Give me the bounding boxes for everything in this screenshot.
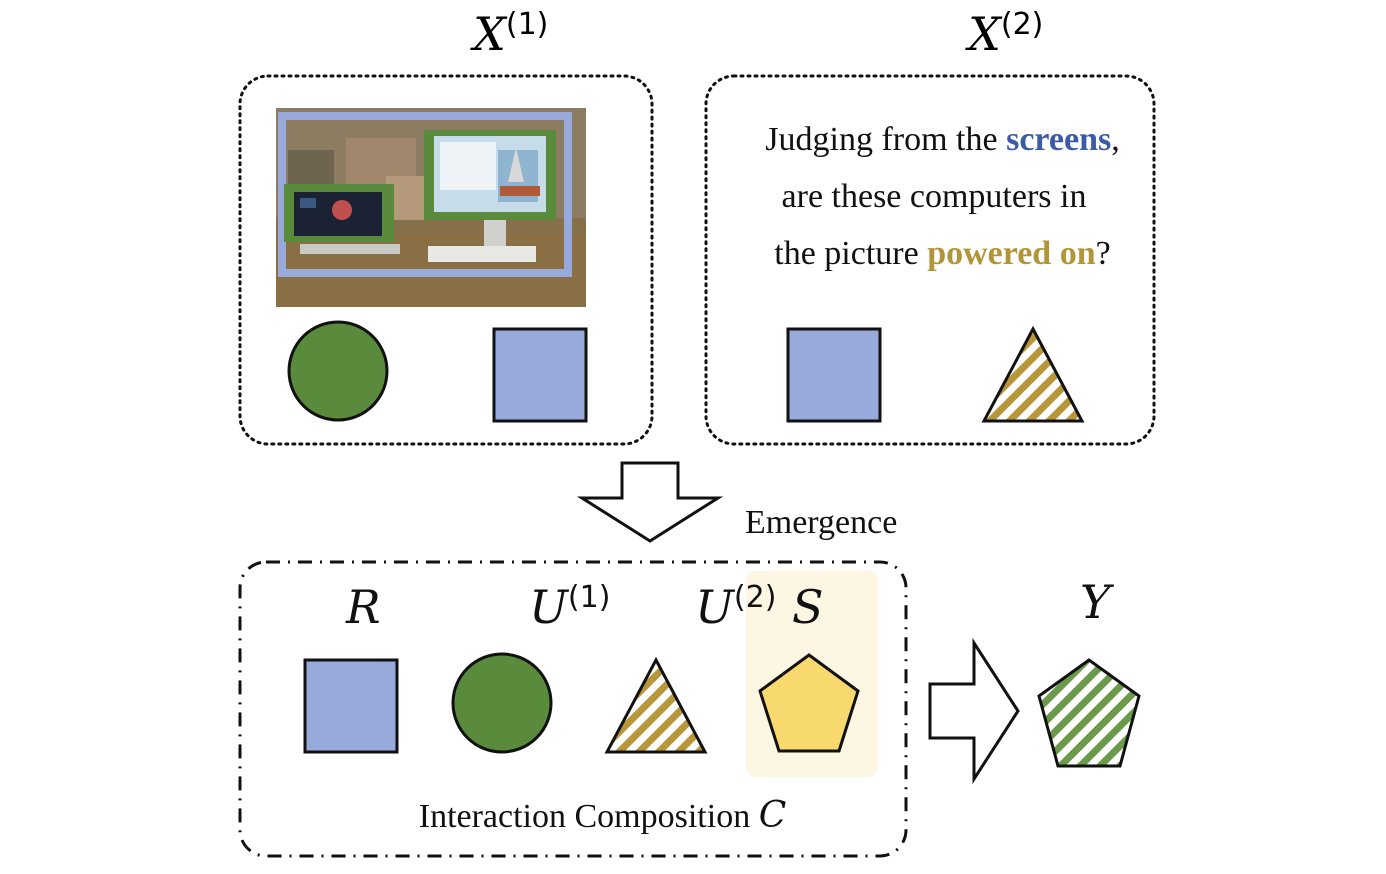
label-r: R xyxy=(345,580,381,634)
x1-redundant-square xyxy=(492,327,588,423)
right-arrow xyxy=(928,637,1020,785)
x1-box xyxy=(238,74,654,446)
output-pentagon xyxy=(1037,658,1141,768)
synergy-pentagon xyxy=(758,653,860,753)
down-arrow xyxy=(576,461,724,543)
emergence-label: Emergence xyxy=(745,504,897,541)
x1-title: X(1) xyxy=(400,0,592,61)
uniqueness-1-circle xyxy=(451,652,553,754)
composition-box xyxy=(238,560,908,858)
question-line-3: the picture powered on? xyxy=(732,235,1136,272)
composition-label: Interaction Composition C xyxy=(376,795,812,836)
x1-unique-circle xyxy=(287,320,389,422)
label-u1: U(1) xyxy=(456,564,654,634)
label-u2: U(2) xyxy=(622,564,820,634)
question-line-2: are these computers in xyxy=(782,178,1087,215)
redundancy-square xyxy=(303,658,399,754)
label-s: S xyxy=(792,580,824,634)
x2-box xyxy=(704,74,1156,446)
x2-unique-triangle xyxy=(981,325,1085,423)
label-y: Y xyxy=(1080,575,1115,629)
x2-redundant-square xyxy=(786,327,882,423)
desk-photo xyxy=(276,108,586,307)
question-line-1: Judging from the screens, xyxy=(723,121,1145,158)
uniqueness-2-triangle xyxy=(604,656,708,754)
x2-title: X(2) xyxy=(895,0,1087,61)
